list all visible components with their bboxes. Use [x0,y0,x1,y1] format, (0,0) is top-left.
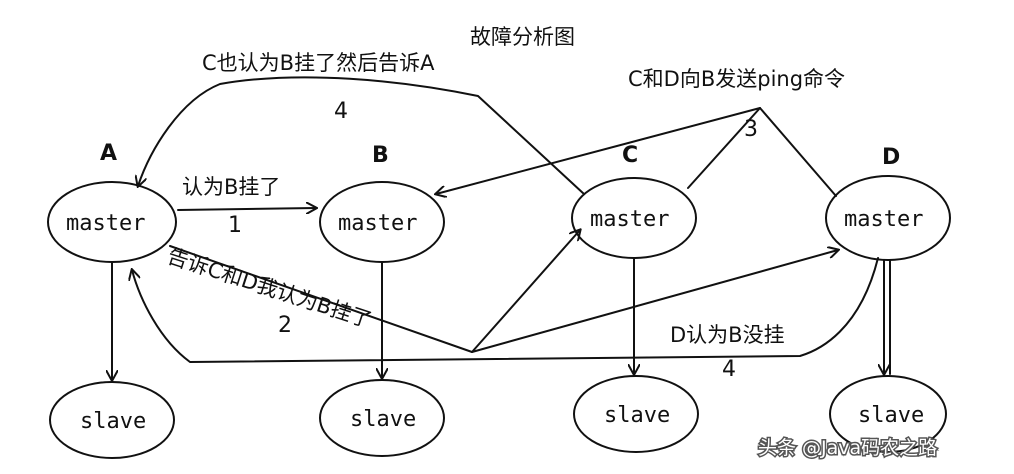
slave-label-c: slave [604,403,670,428]
master-node-a: master [47,181,177,263]
diagram-title: 故障分析图 [470,25,575,49]
edge-4b-number: 4 [722,357,736,382]
edge-3-number: 3 [744,117,758,142]
watermark: 头条 @Java码农之路 [758,437,937,459]
master-label-d: master [844,207,923,232]
master-node-c: master [571,177,697,259]
node-letter-d: D [882,145,900,170]
master-label-b: master [338,211,417,236]
master-label-a: master [66,211,145,236]
slave-node-c: slave [573,375,699,453]
slave-label-d: slave [858,403,924,428]
node-letter-a: A [100,141,117,166]
edge-1-label: 认为B挂了 [182,175,280,199]
edge-3-hub-to-b [436,107,761,194]
edge-4b-label: D认为B没挂 [670,323,785,347]
master-label-c: master [590,207,669,232]
slave-node-d: slave [829,375,947,453]
slave-node-b: slave [319,379,445,457]
node-letter-b: B [372,143,389,168]
edge-3-d-to-hub [759,107,837,197]
master-node-b: master [319,181,445,263]
edge-4a-label: C也认为B挂了然后告诉A [202,51,435,75]
master-node-d: master [825,175,951,261]
edge-4a-number: 4 [334,99,348,124]
slave-node-a: slave [49,381,175,459]
edge-2-junction-to-d [471,250,838,353]
slave-label-b: slave [350,407,416,432]
edge-1-a-to-b [177,208,316,210]
edge-2-number: 2 [278,313,292,338]
edge-2-junction-to-c [471,230,580,353]
edge-1-number: 1 [228,213,242,238]
edge-2-a-to-junction [169,245,473,353]
edge-4b-d-to-a [132,257,879,363]
edge-3-label: C和D向B发送ping命令 [628,67,845,91]
node-letter-c: C [622,143,638,168]
slave-label-a: slave [80,409,146,434]
edge-3-c-to-hub [687,107,761,189]
edge-2-label: 告诉C和D我认为B挂了 [164,244,374,333]
edge-4a-c-to-a [138,76,585,195]
